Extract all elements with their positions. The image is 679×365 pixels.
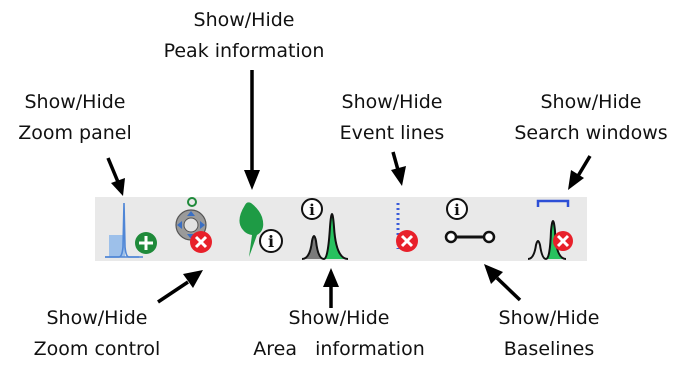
callout-baselines: Show/Hide Baselines	[499, 303, 600, 365]
zoom-control-icon	[175, 197, 212, 253]
callout-peak-information: Show/Hide Peak information	[164, 5, 325, 67]
arrow-baselines	[484, 264, 522, 302]
arrow-search-windows	[568, 155, 592, 190]
svg-text:i: i	[309, 201, 315, 219]
callout-line1: Show/Hide	[193, 9, 295, 31]
callout-zoom-panel: Show/Hide Zoom panel	[18, 87, 132, 149]
toggle-zoom-control-button[interactable]	[167, 197, 225, 261]
arrow-zoom-control	[157, 270, 203, 304]
zoom-panel-icon	[105, 202, 157, 258]
callout-line1: Show/Hide	[540, 91, 642, 113]
callout-line2: Peak information	[163, 40, 325, 62]
toggle-search-windows-button[interactable]	[520, 197, 580, 261]
area-information-icon: i	[301, 198, 349, 261]
event-lines-icon	[396, 203, 418, 252]
toggle-zoom-panel-button[interactable]	[99, 197, 157, 261]
toggle-event-lines-button[interactable]	[381, 197, 433, 261]
callout-line2: Search windows	[514, 122, 668, 144]
svg-text:i: i	[268, 232, 274, 251]
svg-text:i: i	[454, 201, 460, 219]
callout-line1: Show/Hide	[288, 307, 390, 329]
callout-event-lines: Show/Hide Event lines	[340, 87, 445, 149]
callout-line1: Show/Hide	[341, 91, 443, 113]
callout-line1: Show/Hide	[498, 307, 600, 329]
toggle-baselines-button[interactable]: i	[440, 197, 500, 261]
callout-search-windows: Show/Hide Search windows	[514, 87, 667, 149]
callout-line2: Area information	[253, 338, 425, 360]
toggle-peak-information-button[interactable]: i	[233, 197, 291, 261]
callout-line1: Show/Hide	[46, 307, 148, 329]
toggle-area-information-button[interactable]: i	[296, 197, 362, 261]
arrow-event-lines	[391, 151, 406, 186]
callout-line2: Zoom control	[33, 338, 161, 360]
callout-area-information: Show/Hide Area information	[253, 303, 425, 365]
callout-zoom-control: Show/Hide Zoom control	[34, 303, 161, 365]
callout-line2: Baselines	[503, 338, 595, 360]
arrow-peak-information	[244, 70, 260, 190]
baselines-icon: i	[444, 198, 496, 244]
callout-line2: Zoom panel	[18, 122, 132, 144]
callout-line2: Event lines	[339, 122, 445, 144]
toolbar: i i i	[95, 197, 587, 261]
peak-information-icon: i	[239, 202, 283, 257]
search-windows-icon	[527, 199, 573, 261]
callout-line1: Show/Hide	[24, 91, 126, 113]
arrow-zoom-panel	[106, 157, 125, 196]
arrow-area-information	[323, 268, 339, 308]
